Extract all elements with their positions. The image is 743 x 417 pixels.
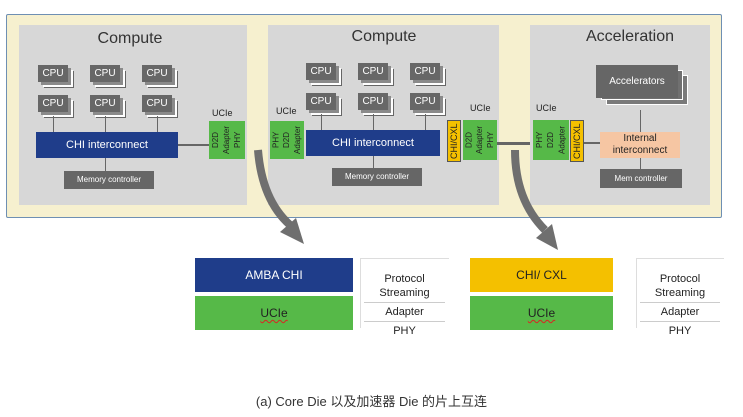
connector-line — [105, 116, 106, 132]
memory-controller-2-label: Memory controller — [344, 172, 409, 181]
adapter-label: Adapter — [385, 306, 424, 318]
protocol-label: Protocol — [384, 273, 425, 285]
chi-interconnect-1-label: CHI interconnect — [66, 139, 148, 151]
cpu-block: CPU — [142, 65, 172, 82]
connector-line — [53, 116, 54, 132]
cpu-block: CPU — [358, 93, 388, 110]
cpu-block: CPU — [90, 95, 120, 112]
accelerators-block: Accelerators — [596, 65, 678, 98]
connector-line — [321, 114, 322, 131]
compute-die-2-title: Compute — [351, 28, 417, 45]
connector-line — [157, 116, 158, 132]
ucie-label-1: UCIe — [212, 108, 233, 118]
ucie-phy-stack-2-right — [463, 120, 497, 160]
protocol-label: Protocol — [659, 273, 701, 285]
arrow-right-icon — [511, 149, 548, 233]
arrow-right-head — [536, 224, 558, 250]
cpu-block: CPU — [142, 95, 172, 112]
adapter-label: Adapter — [660, 306, 700, 318]
chi-interconnect-1: CHI interconnect — [36, 132, 178, 158]
ucie-phy-stack-2-left — [270, 121, 304, 159]
divider — [636, 258, 724, 259]
protocol-stack-right: Protocol Streaming Adapter PHY — [636, 258, 724, 337]
connector-line — [178, 144, 210, 146]
chi-interconnect-2: CHI interconnect — [306, 130, 440, 156]
ucie-label-2-right: UCIe — [470, 103, 491, 113]
amba-chi-box: AMBA CHI — [195, 258, 353, 292]
ucie-label-left: UCIe — [260, 306, 288, 320]
streaming-label: Streaming — [379, 287, 430, 299]
connector-line — [640, 110, 641, 132]
ucie-box-right: UCIe — [470, 296, 613, 330]
ucie-phy-stack-3 — [533, 120, 569, 160]
memory-controller-2: Memory controller — [332, 168, 422, 186]
chi-cxl-box: CHI/ CXL — [470, 258, 613, 292]
cpu-block: CPU — [410, 63, 440, 80]
cpu-block: CPU — [306, 93, 336, 110]
ucie-box-left: UCIe — [195, 296, 353, 330]
ucie-label-3: UCIe — [536, 103, 557, 113]
connector-line — [640, 158, 641, 169]
connector-line — [373, 156, 374, 168]
mem-controller-3: Mem controller — [600, 169, 682, 188]
divider — [636, 258, 637, 328]
divider — [360, 258, 361, 328]
acceleration-die-title: Acceleration — [585, 28, 675, 45]
ucie-label-2-left: UCIe — [276, 106, 297, 116]
mem-controller-3-label: Mem controller — [614, 174, 668, 183]
streaming-label: Streaming — [654, 287, 706, 299]
cpu-block: CPU — [358, 63, 388, 80]
memory-controller-1: Memory controller — [64, 171, 154, 189]
connector-line — [373, 114, 374, 131]
cpu-block: CPU — [90, 65, 120, 82]
internal-interconnect-label: Internal interconnect — [612, 133, 668, 156]
cpu-block: CPU — [38, 65, 68, 82]
figure-caption: (a) Core Die 以及加速器 Die 的片上互连 — [255, 394, 488, 409]
arrow-left-head — [280, 218, 304, 244]
amba-chi-label: AMBA CHI — [245, 268, 303, 282]
chi-interconnect-2-label: CHI interconnect — [332, 137, 414, 149]
accelerators-label: Accelerators — [609, 76, 665, 87]
connector-line — [105, 158, 106, 171]
internal-interconnect: Internal interconnect — [600, 132, 680, 158]
cpu-block: CPU — [306, 63, 336, 80]
arrow-left-icon — [254, 149, 293, 228]
die-link-line — [497, 142, 533, 145]
phy-label: PHY — [393, 325, 416, 337]
cpu-block: CPU — [410, 93, 440, 110]
phy-label: PHY — [668, 325, 692, 337]
cpu-block: CPU — [38, 95, 68, 112]
ucie-phy-stack-1 — [209, 121, 245, 159]
memory-controller-1-label: Memory controller — [76, 175, 141, 184]
chi-cxl-label: CHI/ CXL — [516, 268, 567, 282]
ucie-label-right: UCIe — [527, 306, 556, 320]
compute-die-1-title: Compute — [97, 30, 163, 47]
protocol-stack-left: Protocol Streaming Adapter PHY — [360, 258, 449, 337]
divider — [360, 258, 449, 259]
connector-line — [584, 142, 600, 144]
connector-line — [425, 114, 426, 131]
